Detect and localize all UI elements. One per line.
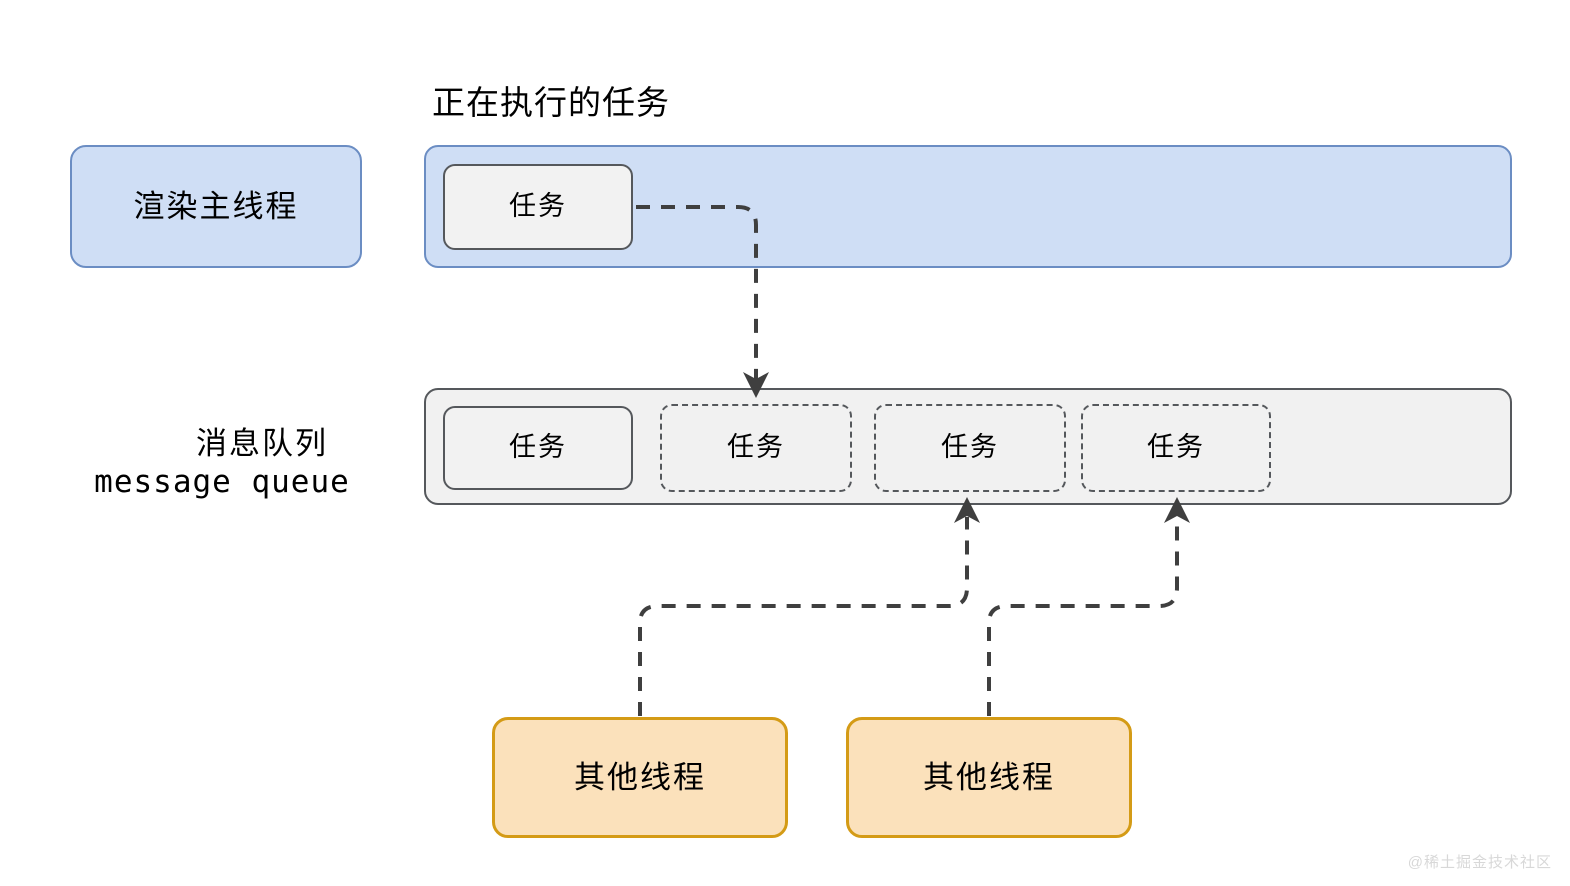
other-thread-box-2: 其他线程: [846, 717, 1132, 838]
queue-task-chip-4: 任务: [1081, 404, 1271, 492]
other-thread-box-1: 其他线程: [492, 717, 788, 838]
message-queue-label-cn: 消息队列: [196, 426, 328, 461]
running-task-chip-label: 任务: [509, 191, 567, 222]
connector-thread2-to-queue-slot4: [987, 497, 1190, 716]
queue-task-chip-3-label: 任务: [941, 432, 999, 463]
connector-thread1-to-queue-slot3: [638, 497, 980, 716]
queue-task-chip-2-label: 任务: [727, 432, 785, 463]
running-task-title: 正在执行的任务: [432, 84, 670, 121]
queue-task-chip-1-label: 任务: [509, 432, 567, 463]
queue-task-chip-3: 任务: [874, 404, 1066, 492]
message-queue-label-en: message queue: [94, 464, 350, 500]
render-main-thread-label: 渲染主线程: [133, 188, 299, 224]
other-thread-box-2-label: 其他线程: [923, 759, 1055, 795]
queue-task-chip-2: 任务: [660, 404, 852, 492]
render-main-thread-box: 渲染主线程: [70, 145, 362, 268]
queue-task-chip-1: 任务: [443, 406, 633, 490]
running-task-chip: 任务: [443, 164, 633, 250]
other-thread-box-1-label: 其他线程: [574, 759, 706, 795]
queue-task-chip-4-label: 任务: [1147, 432, 1205, 463]
watermark: @稀土掘金技术社区: [1407, 854, 1552, 871]
